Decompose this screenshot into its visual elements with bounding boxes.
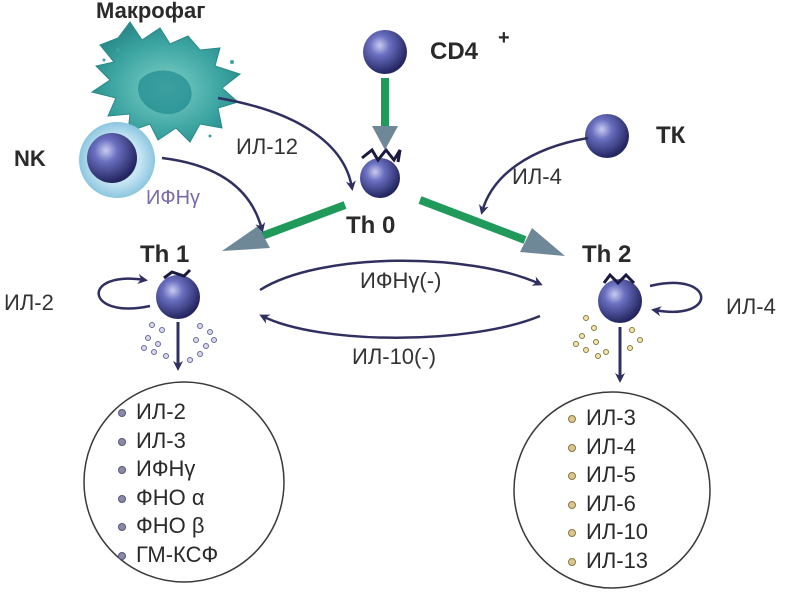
il2-self-label: ИЛ-2 — [4, 290, 54, 315]
il4-autocrine-loop — [649, 281, 703, 317]
th1-products-circle — [83, 381, 285, 583]
cd4-cell — [363, 30, 407, 74]
macrophage-cell — [90, 21, 242, 143]
il4-self-label: ИЛ-4 — [726, 294, 776, 319]
il4-tk-label: ИЛ-4 — [512, 164, 562, 189]
th2-products-circle — [513, 391, 711, 589]
th2-product: ИЛ-5 — [566, 461, 648, 490]
nk-ifn-arrow — [161, 156, 266, 233]
nk-label: NK — [14, 146, 46, 171]
th1-product: ИЛ-2 — [116, 398, 218, 427]
th2-product: ИЛ-13 — [566, 547, 648, 576]
th0-to-th1-arrow — [222, 201, 347, 251]
th1-product: ИЛ-3 — [116, 427, 218, 456]
tk-il4-arrow — [479, 136, 589, 215]
th1-product: ИФНγ — [116, 455, 218, 484]
cd4-to-th0-arrow — [372, 78, 398, 150]
il2-autocrine-loop — [97, 273, 151, 310]
th1-product: ФНО β — [116, 512, 218, 541]
il10-cross-label: ИЛ-10(-) — [352, 344, 437, 369]
th1-granules — [141, 322, 217, 363]
th2-product: ИЛ-3 — [566, 404, 648, 433]
th1-product: ФНО α — [116, 484, 218, 513]
tk-label: ТК — [656, 122, 686, 149]
il12-arrow — [217, 96, 356, 191]
th1-cell — [156, 268, 200, 319]
th2-cell — [598, 272, 642, 323]
tk-cell — [585, 114, 629, 158]
cd4-superscript: + — [498, 27, 510, 49]
th1-product: ГМ-КСФ — [116, 541, 218, 570]
il12-label: ИЛ-12 — [236, 134, 299, 159]
th0-cell — [360, 147, 402, 198]
th2-granules — [573, 315, 643, 359]
ifn-inhibition-arrow — [259, 259, 543, 292]
th1-label: Th 1 — [140, 241, 190, 268]
th0-label: Th 0 — [346, 212, 396, 239]
cd4-label: CD4 — [430, 38, 479, 65]
th2-product: ИЛ-4 — [566, 433, 648, 462]
macrophage-label: Макрофаг — [96, 0, 206, 23]
nk-cell — [79, 122, 155, 198]
th2-products-list: ИЛ-3 ИЛ-4 ИЛ-5 ИЛ-6 ИЛ-10 ИЛ-13 — [566, 404, 648, 575]
th1-products-list: ИЛ-2 ИЛ-3 ИФНγ ФНО α ФНО β ГМ-КСФ — [116, 398, 218, 569]
ifn-cross-label: ИФНγ(-) — [360, 268, 442, 293]
th2-product: ИЛ-10 — [566, 518, 648, 547]
ifn-nk-label: ИФНγ — [146, 187, 201, 209]
il10-inhibition-arrow — [259, 314, 541, 339]
th2-label: Th 2 — [582, 241, 632, 268]
th0-to-th2-arrow — [418, 196, 565, 256]
th2-product: ИЛ-6 — [566, 490, 648, 519]
